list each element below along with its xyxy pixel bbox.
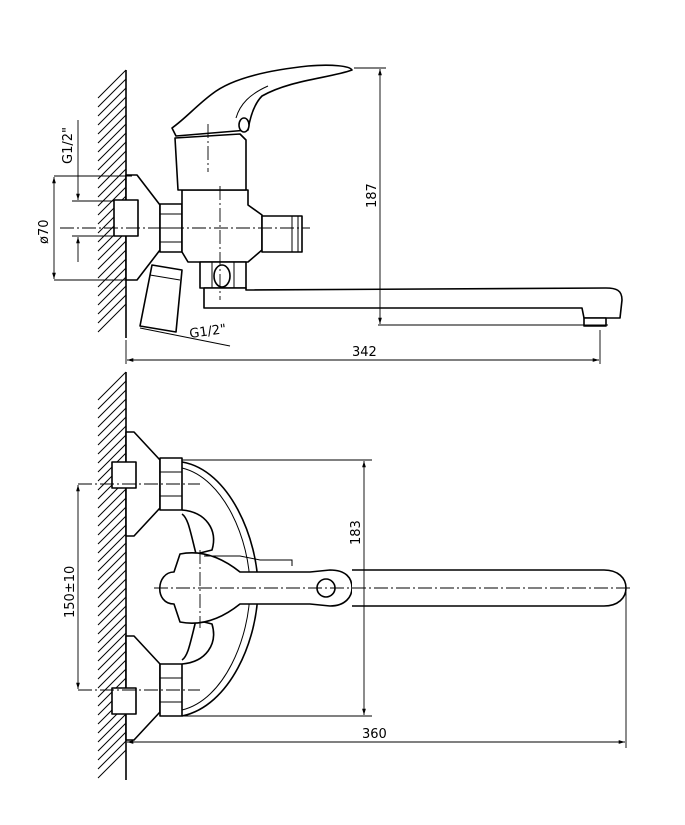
- wall-hatch-line: [97, 596, 127, 626]
- wall-hatch-line: [97, 240, 127, 270]
- wall-hatch-line: [97, 303, 127, 333]
- wall-hatch-line: [97, 294, 127, 324]
- thread-top-label: G1/2": [61, 127, 76, 164]
- wall-hatch-line: [97, 69, 127, 99]
- dimension-width-side: 342: [125, 330, 601, 364]
- wall-hatch-line: [97, 668, 127, 698]
- wall-hatch-line: [97, 578, 127, 608]
- wall-hatch-line: [97, 407, 127, 437]
- dimension-spacing: 150±10: [63, 485, 80, 689]
- width-side-label: 342: [352, 345, 377, 360]
- lower-inlet-assembly: [111, 635, 183, 741]
- wall-hatch-line: [97, 587, 127, 617]
- lever-handle-side: [171, 64, 353, 137]
- wall-hatch-line: [97, 380, 127, 410]
- wall-hatch-line: [97, 78, 127, 108]
- wall-hatch-line: [97, 132, 127, 162]
- wall-hatch-line: [97, 434, 127, 464]
- wall-hatch-line: [97, 267, 127, 297]
- spacing-label: 150±10: [63, 566, 78, 618]
- wall-hatch-line: [97, 650, 127, 680]
- wall-hatch-line: [97, 569, 127, 599]
- height-label: 187: [365, 183, 380, 208]
- wall-hatch-line: [97, 533, 127, 563]
- dimension-thread-bottom: G1/2": [139, 322, 231, 347]
- wall-hatch-line: [97, 659, 127, 689]
- wall-top: [97, 371, 127, 780]
- wall-hatch-line: [97, 276, 127, 306]
- wall-hatch-line: [97, 749, 127, 779]
- wall-hatch-line: [97, 398, 127, 428]
- dimension-thread-top: G1/2": [54, 120, 132, 262]
- wall-hatch-line: [97, 632, 127, 662]
- wall-hatch-line: [97, 389, 127, 419]
- wall-hatch-line: [97, 371, 127, 401]
- upper-inlet-assembly: [111, 431, 183, 537]
- wall-hatch-line: [97, 87, 127, 117]
- wall-hatch-line: [97, 641, 127, 671]
- diameter-label: ø70: [37, 220, 52, 245]
- dimension-diameter: ø70: [37, 177, 132, 281]
- wall-hatch-line: [97, 497, 127, 527]
- spout-side: [203, 287, 623, 327]
- dimension-depth: 183: [182, 459, 372, 717]
- wall-hatch-line: [97, 416, 127, 446]
- wall-hatch-line: [97, 524, 127, 554]
- dimension-width-top: 360: [127, 592, 627, 748]
- side-view: G1/2" ø70 187 G1/2" 342: [37, 64, 623, 364]
- wall-hatch-line: [97, 96, 127, 126]
- depth-label: 183: [349, 520, 364, 545]
- wall-hatch-line: [97, 542, 127, 572]
- wall-hatch-line: [97, 168, 127, 198]
- wall-hatch-line: [97, 123, 127, 153]
- wall-hatch-line: [97, 258, 127, 288]
- wall-hatch-line: [97, 488, 127, 518]
- wall-hatch-line: [97, 425, 127, 455]
- angled-inlet-hose: [139, 264, 183, 333]
- wall-hatch-line: [97, 285, 127, 315]
- cartridge-housing: [174, 133, 247, 191]
- spout-swivel: [199, 261, 247, 289]
- wall-hatch-line: [97, 614, 127, 644]
- wall-hatch-line: [97, 551, 127, 581]
- thread-bottom-label: G1/2": [188, 322, 227, 342]
- wall-hatch-line: [97, 605, 127, 635]
- wall-hatch-line: [97, 506, 127, 536]
- wall-hatch-line: [97, 443, 127, 473]
- wall-hatch-line: [97, 114, 127, 144]
- width-top-label: 360: [362, 727, 387, 742]
- dimension-height: 187: [354, 67, 608, 326]
- mixer-body-side: [181, 189, 303, 263]
- wall-hatch-line: [97, 623, 127, 653]
- wall-hatch-line: [97, 150, 127, 180]
- wall-hatch-line: [97, 740, 127, 770]
- wall-hatch-line: [97, 713, 127, 743]
- wall-hatch-line: [97, 249, 127, 279]
- wall-hatch-line: [97, 159, 127, 189]
- inlet-pipe: [113, 199, 139, 237]
- wall-hatch-line: [97, 560, 127, 590]
- wall-hatch-line: [97, 722, 127, 752]
- wall-hatch-line: [97, 105, 127, 135]
- wall-hatch-line: [97, 141, 127, 171]
- wall-hatch-line: [97, 515, 127, 545]
- top-view: 150±10 183 360: [63, 371, 630, 780]
- wall-hatch-line: [97, 731, 127, 761]
